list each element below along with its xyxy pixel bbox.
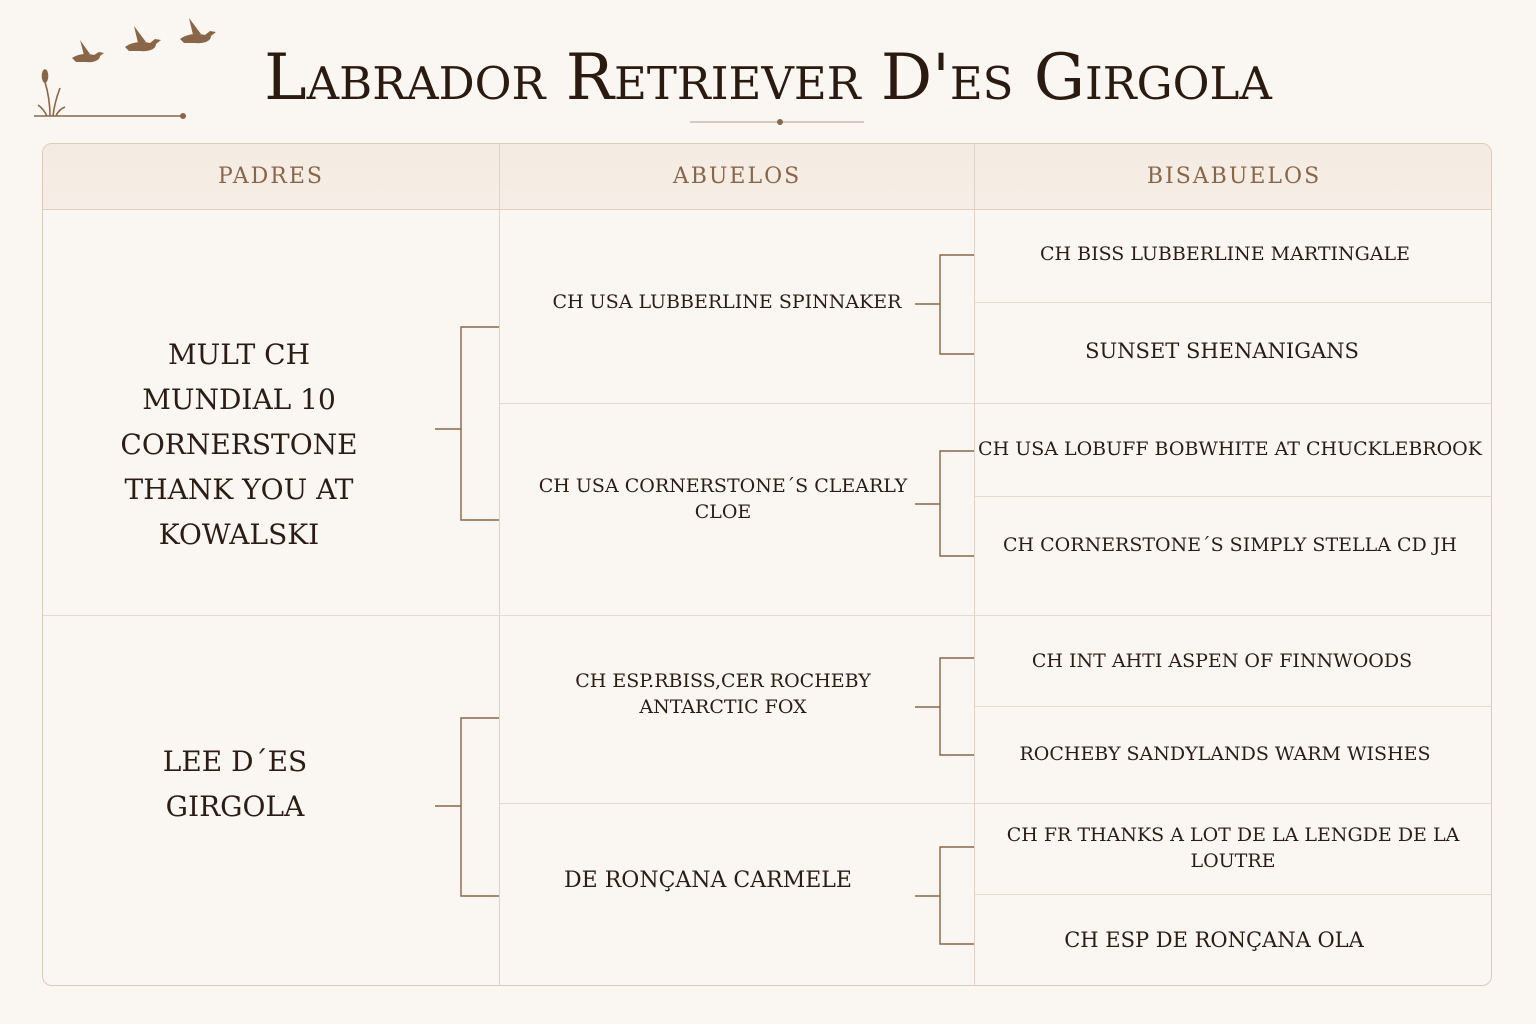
row-divider xyxy=(975,302,1491,303)
header-parents: PADRES xyxy=(43,144,499,210)
flying-ducks-logo xyxy=(34,18,216,119)
great-grandparent-1: CH BISS LUBBERLINE MARTINGALE xyxy=(1039,243,1411,265)
great-grandparent-6: ROCHEBY SANDYLANDS WARM WISHES xyxy=(1019,743,1431,765)
row-divider xyxy=(499,803,1491,804)
page-title: Labrador Retriever D'es Girgola xyxy=(264,41,1272,115)
grandparent-1: CH USA LUBBERLINE SPINNAKER xyxy=(552,291,902,313)
header-grandparents: ABUELOS xyxy=(499,144,975,210)
great-grandparent-5: CH INT AHTI ASPEN OF FINNWOODS xyxy=(1031,650,1413,672)
great-grandparent-3: CH USA LOBUFF BOBWHITE AT CHUCKLEBROOK xyxy=(978,438,1482,460)
row-divider xyxy=(499,403,1491,404)
header-great-grandparents: BISABUELOS xyxy=(975,144,1491,210)
pedigree-table: PADRES ABUELOS BISABUELOS MULT CH MUNDIA… xyxy=(42,143,1492,986)
title-divider-ornament xyxy=(690,119,864,125)
great-grandparent-8: CH ESP DE RONÇANA OLA xyxy=(1064,928,1364,952)
great-grandparent-4: CH CORNERSTONE´S SIMPLY STELLA CD JH xyxy=(1003,534,1457,556)
row-divider xyxy=(975,496,1491,497)
grandparent-4: DE RONÇANA CARMELE xyxy=(564,868,852,893)
great-grandparent-2: SUNSET SHENANIGANS xyxy=(1085,339,1359,363)
row-divider xyxy=(975,706,1491,707)
parent-dam: LEE D´ES GIRGOLA xyxy=(162,745,308,823)
grandparent-3: CH ESP.RBISS,CER ROCHEBY ANTARCTIC FOX xyxy=(575,670,871,718)
grandparent-2: CH USA CORNERSTONE´S CLEARLY CLOE xyxy=(538,475,908,523)
row-divider xyxy=(975,894,1491,895)
parent-sire: MULT CH MUNDIAL 10 CORNERSTONE THANK YOU… xyxy=(120,337,358,551)
column-divider xyxy=(499,144,500,985)
reeds-icon xyxy=(37,69,66,117)
flying-ducks-icon xyxy=(72,18,216,63)
column-divider xyxy=(974,144,975,985)
great-grandparent-7: CH FR THANKS A LOT DE LA LENGDE DE LA LO… xyxy=(1006,824,1460,872)
row-divider xyxy=(43,615,1491,616)
